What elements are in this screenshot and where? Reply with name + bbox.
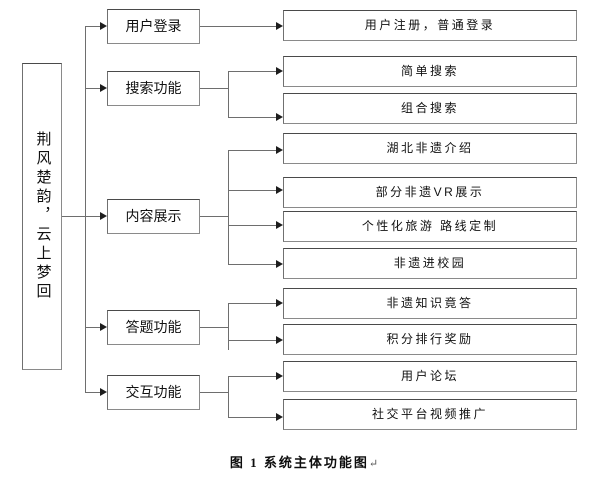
connector-user-login-to-leaf — [200, 26, 276, 27]
leaf-hubei-ich-intro[interactable]: 湖北非遗介绍 — [283, 133, 577, 164]
arrow-to-quiz — [100, 323, 107, 331]
leaf-simple-search[interactable]: 简单搜索 — [283, 56, 577, 87]
connector-interaction-stem — [200, 392, 228, 393]
connector-content-stem — [200, 216, 228, 217]
connector-spine-to-search — [85, 88, 100, 89]
figure-caption-label: 图 1 系统主体功能图 — [229, 455, 369, 470]
leaf-ich-into-campus-label: 非遗进校园 — [393, 255, 467, 270]
module-search-label: 搜索功能 — [125, 79, 182, 96]
arrow-to-search — [100, 84, 107, 92]
arrow-to-combined-search — [276, 113, 283, 121]
connector-content-to-campus — [228, 264, 276, 265]
leaf-register-login-label: 用户注册，普通登录 — [364, 17, 496, 32]
leaf-simple-search-label: 简单搜索 — [400, 63, 459, 78]
connector-search-stem — [200, 88, 228, 89]
leaf-ich-vr-display-label: 部分非遗VR展示 — [375, 184, 485, 199]
connector-interaction-spine — [228, 376, 229, 417]
figure-caption: 图 1 系统主体功能图↵ — [0, 452, 608, 471]
arrow-to-interaction — [100, 388, 107, 396]
connector-spine-to-user-login — [85, 26, 100, 27]
connector-search-to-combined — [228, 117, 276, 118]
connector-search-to-simple — [228, 71, 276, 72]
arrow-to-user-forum — [276, 372, 283, 380]
module-quiz[interactable]: 答题功能 — [107, 310, 200, 345]
leaf-points-ranking-label: 积分排行奖励 — [386, 331, 474, 346]
connector-content-to-route — [228, 225, 276, 226]
leaf-register-login[interactable]: 用户注册，普通登录 — [283, 10, 577, 41]
arrow-to-points-ranking — [276, 336, 283, 344]
module-user-login[interactable]: 用户登录 — [107, 9, 200, 44]
connector-interaction-to-promo — [228, 417, 276, 418]
connector-main-spine — [85, 26, 86, 393]
module-user-login-label: 用户登录 — [125, 17, 182, 34]
connector-root-stub — [62, 216, 86, 217]
connector-quiz-to-ich-quiz — [228, 303, 276, 304]
leaf-ich-quiz-label: 非遗知识竟答 — [386, 295, 474, 310]
leaf-combined-search-label: 组合搜索 — [400, 100, 459, 115]
connector-content-to-intro — [228, 150, 276, 151]
arrow-to-content-display — [100, 212, 107, 220]
module-content-display[interactable]: 内容展示 — [107, 199, 200, 234]
leaf-user-forum-label: 用户论坛 — [400, 368, 459, 383]
arrow-to-custom-route — [276, 221, 283, 229]
root-node-label: 荆风楚韵，云上梦回 — [34, 131, 51, 302]
connector-spine-to-quiz — [85, 327, 100, 328]
connector-quiz-stem — [200, 327, 228, 328]
leaf-ich-vr-display[interactable]: 部分非遗VR展示 — [283, 177, 577, 208]
module-content-display-label: 内容展示 — [125, 207, 182, 224]
arrow-to-ich-vr-display — [276, 186, 283, 194]
leaf-points-ranking[interactable]: 积分排行奖励 — [283, 324, 577, 355]
connector-search-spine — [228, 71, 229, 117]
leaf-ich-into-campus[interactable]: 非遗进校园 — [283, 248, 577, 279]
module-search[interactable]: 搜索功能 — [107, 71, 200, 106]
leaf-custom-route-label: 个性化旅游 路线定制 — [361, 218, 499, 233]
connector-content-spine — [228, 150, 229, 264]
root-node-title: 荆风楚韵，云上梦回 — [22, 63, 62, 370]
arrow-to-hubei-ich-intro — [276, 146, 283, 154]
connector-interaction-to-forum — [228, 376, 276, 377]
connector-spine-to-interaction — [85, 392, 100, 393]
module-interaction[interactable]: 交互功能 — [107, 375, 200, 410]
arrow-to-user-login — [100, 22, 107, 30]
connector-content-to-vr — [228, 190, 276, 191]
leaf-hubei-ich-intro-label: 湖北非遗介绍 — [386, 140, 474, 155]
module-interaction-label: 交互功能 — [125, 383, 182, 400]
leaf-social-promo[interactable]: 社交平台视频推广 — [283, 399, 577, 430]
leaf-combined-search[interactable]: 组合搜索 — [283, 93, 577, 124]
arrow-to-register-login — [276, 22, 283, 30]
arrow-to-social-promo — [276, 413, 283, 421]
leaf-social-promo-label: 社交平台视频推广 — [371, 406, 488, 421]
connector-quiz-to-points — [228, 340, 276, 341]
arrow-to-ich-into-campus — [276, 260, 283, 268]
leaf-custom-route[interactable]: 个性化旅游 路线定制 — [283, 211, 577, 242]
leaf-user-forum[interactable]: 用户论坛 — [283, 361, 577, 392]
module-quiz-label: 答题功能 — [125, 318, 182, 335]
arrow-to-simple-search — [276, 67, 283, 75]
arrow-to-ich-quiz — [276, 299, 283, 307]
leaf-ich-quiz[interactable]: 非遗知识竟答 — [283, 288, 577, 319]
paragraph-return-mark: ↵ — [368, 458, 379, 470]
connector-spine-to-content-display — [85, 216, 100, 217]
connector-quiz-spine — [228, 303, 229, 350]
